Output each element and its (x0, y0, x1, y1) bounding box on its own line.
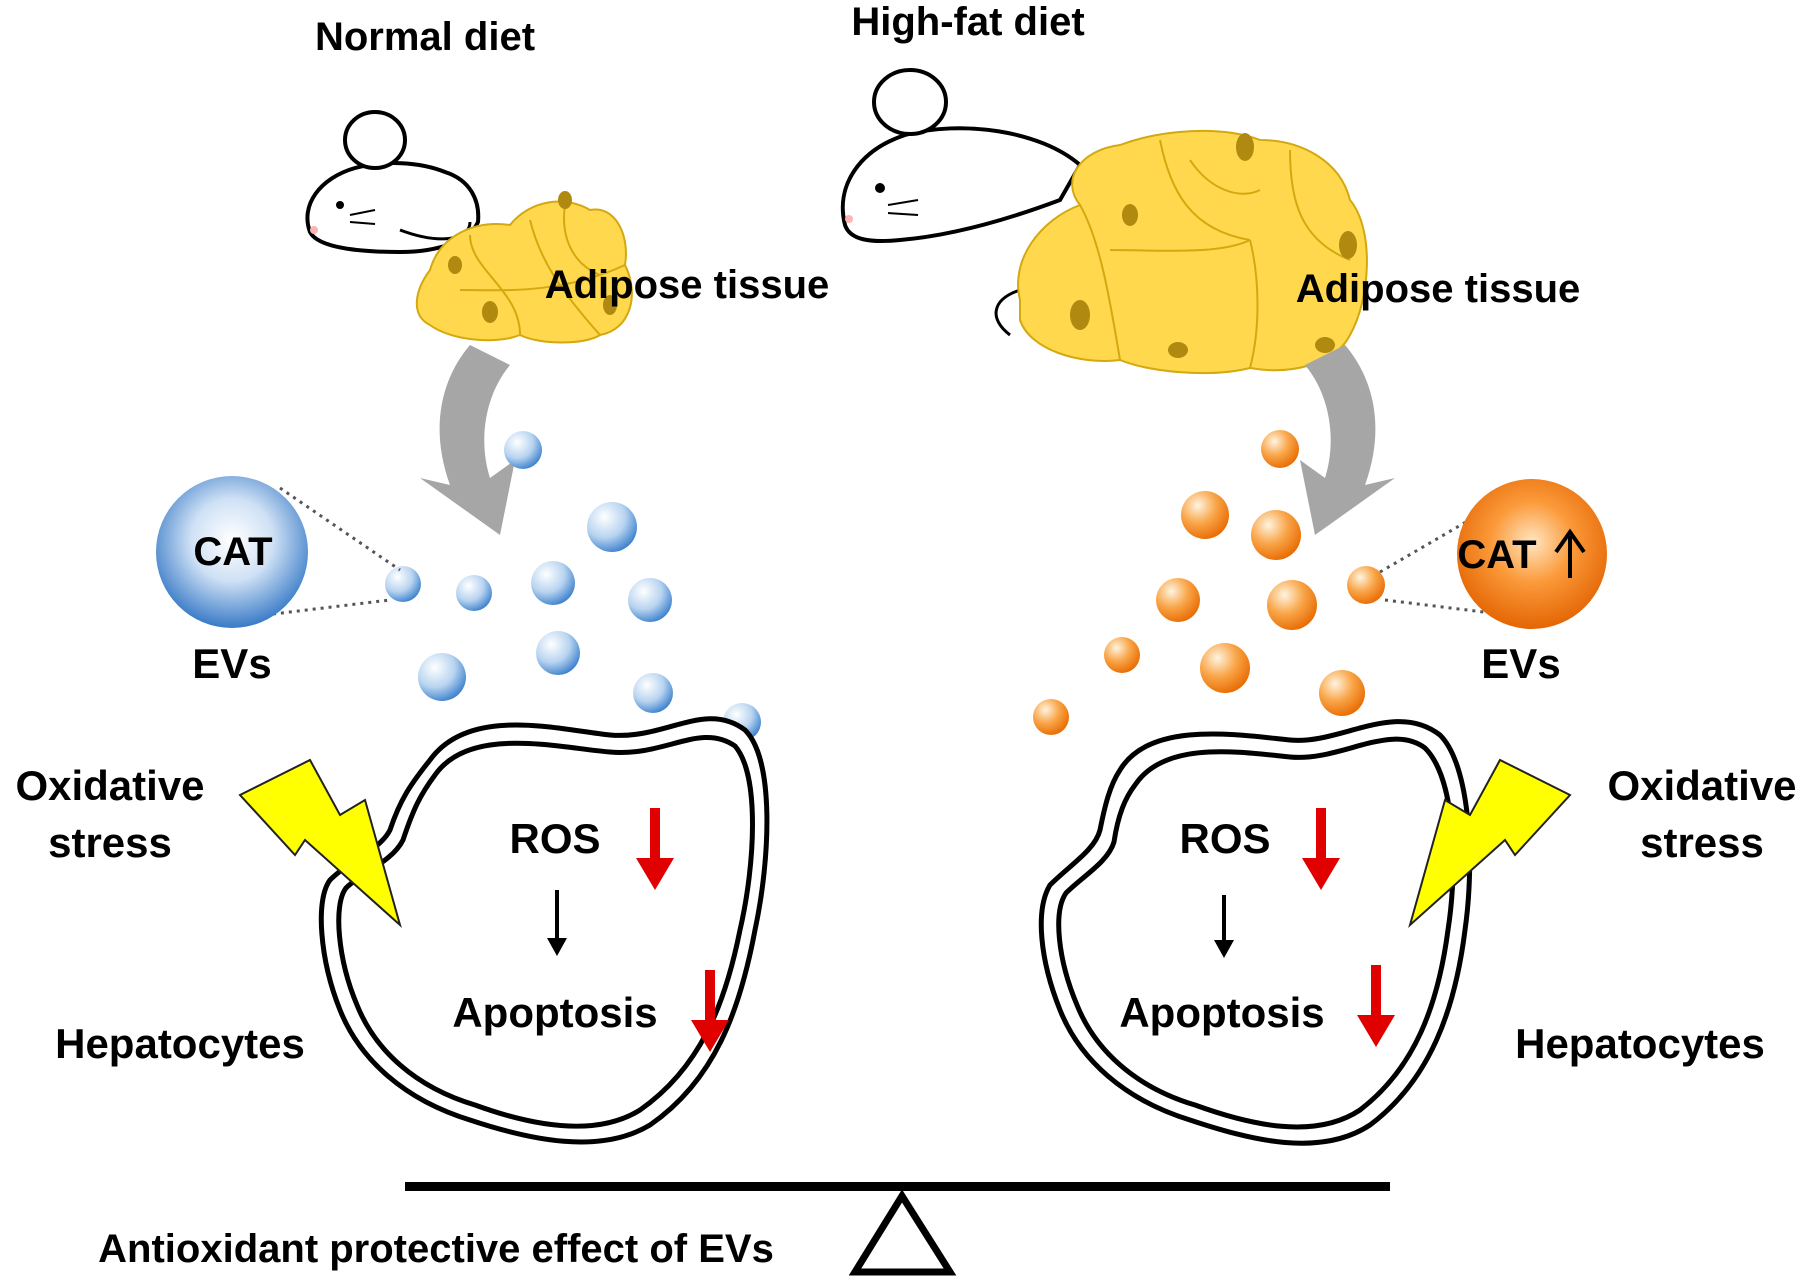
down-arrow-icon (1302, 808, 1340, 890)
adipose-tissue-right-label: Adipose tissue (1296, 267, 1581, 311)
adipose-tissue-right (1017, 129, 1368, 375)
ev-cluster-normal (385, 431, 761, 741)
ev-cluster-high-fat (1033, 430, 1385, 735)
hepatocyte-left (318, 716, 770, 1145)
zoom-line-left-bottom (264, 598, 391, 617)
oxidative-stress-right-line2: stress (1640, 819, 1764, 866)
apoptosis-label-left: Apoptosis (452, 989, 657, 1036)
balance-beam (405, 1182, 1390, 1191)
oxidative-stress-left-line2: stress (48, 819, 172, 866)
adipose-tissue-left (415, 191, 633, 344)
normal-diet-title: Normal diet (315, 15, 535, 59)
black-arrow-right (1214, 895, 1234, 958)
cat-label-right: CAT (1457, 533, 1536, 577)
mouse-icon (305, 110, 481, 255)
zoom-line-left-top (279, 486, 401, 572)
lightning-icon (238, 758, 402, 929)
balance-caption: Antioxidant protective effect of EVs (98, 1227, 774, 1271)
zoom-line-right-bottom (1384, 598, 1501, 616)
ev-enlarged-normal (156, 476, 308, 628)
hepatocytes-label-left: Hepatocytes (55, 1020, 305, 1067)
lightning-icon (1408, 758, 1572, 929)
cat-label-left: CAT (193, 530, 272, 574)
down-arrow-icon (1357, 965, 1395, 1047)
evs-label-left: EVs (192, 640, 271, 687)
apoptosis-label-right: Apoptosis (1119, 989, 1324, 1036)
up-arrow-icon (1554, 528, 1586, 578)
hepatocyte-right (1038, 719, 1473, 1146)
mouse-icon (840, 68, 1083, 337)
oxidative-stress-right-line1: Oxidative (1607, 762, 1796, 809)
adipose-tissue-left-label: Adipose tissue (545, 263, 830, 307)
down-arrow-icon (691, 970, 729, 1052)
hepatocytes-label-right: Hepatocytes (1515, 1020, 1765, 1067)
ev-enlarged-high-fat (1457, 479, 1607, 629)
evs-label-right: EVs (1481, 640, 1560, 687)
release-arrow-right (1300, 345, 1395, 535)
black-arrow-left (547, 890, 567, 956)
oxidative-stress-left-line1: Oxidative (15, 762, 204, 809)
ros-label-right: ROS (1179, 815, 1270, 862)
down-arrow-icon (636, 808, 674, 890)
ros-label-left: ROS (509, 815, 600, 862)
release-arrow-left (420, 345, 515, 535)
high-fat-diet-title: High-fat diet (851, 0, 1084, 44)
balance-fulcrum-icon (848, 1189, 957, 1276)
